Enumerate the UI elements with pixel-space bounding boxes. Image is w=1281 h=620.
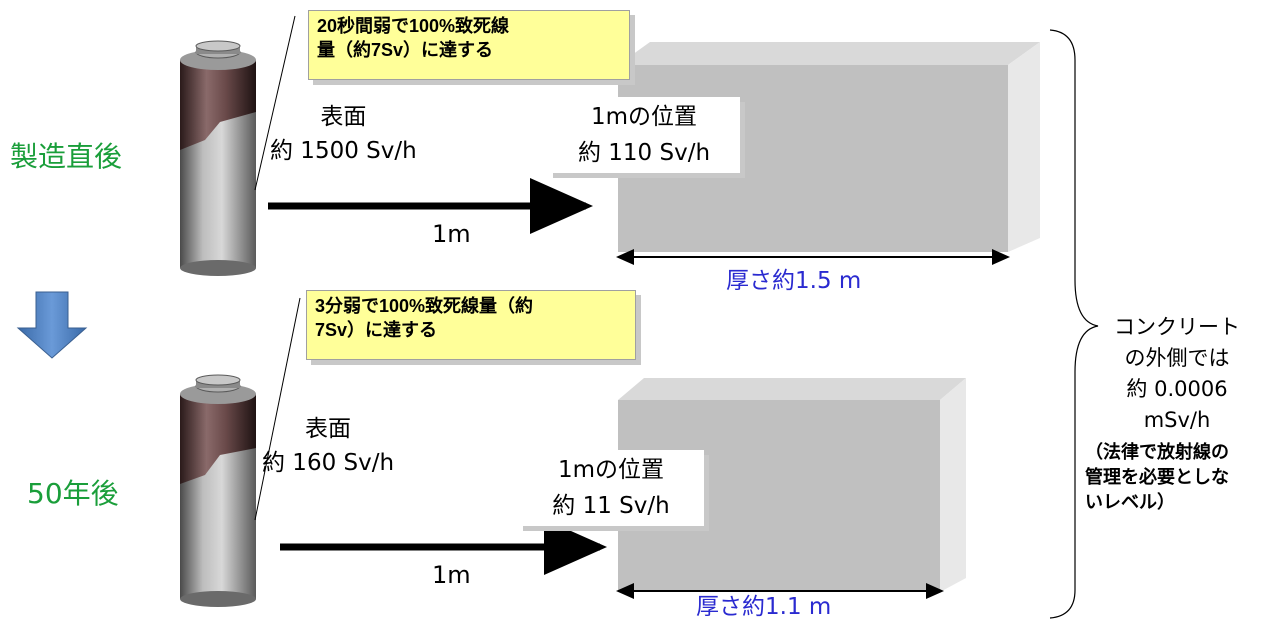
outside-line: コンクリート bbox=[1114, 315, 1240, 339]
note-line: いレベル） bbox=[1085, 492, 1175, 513]
callout-pointer-top bbox=[254, 15, 296, 191]
dose-at-1m-bottom: 1mの位置 約 11 Sv/h bbox=[518, 450, 704, 526]
dose-at-1m-title: 1mの位置 bbox=[557, 457, 665, 483]
stage-label-50-years: 50年後 bbox=[27, 477, 119, 510]
note-line: 管理を必要としな bbox=[1085, 467, 1229, 488]
outside-line: の外側では bbox=[1124, 346, 1230, 370]
distance-label-top: 1m bbox=[432, 220, 471, 248]
canister-bottom bbox=[180, 374, 256, 607]
thickness-label-bottom: 厚さ約1.1 m bbox=[696, 594, 832, 620]
dose-at-1m-value: 約 11 Sv/h bbox=[552, 493, 670, 519]
surface-title: 表面 bbox=[305, 416, 352, 442]
dose-at-1m-top: 1mの位置 約 110 Sv/h bbox=[548, 97, 740, 173]
thickness-label-top: 厚さ約1.5 m bbox=[726, 268, 862, 294]
outside-line: mSv/h bbox=[1143, 408, 1211, 432]
surface-dose-value: 約 160 Sv/h bbox=[262, 450, 395, 476]
dose-at-1m-value: 約 110 Sv/h bbox=[577, 140, 711, 166]
note-line: （法律で放射線の bbox=[1085, 442, 1229, 463]
outside-line: 約 0.0006 bbox=[1126, 377, 1228, 401]
callout-line: 20秒間弱で100%致死線 bbox=[317, 16, 510, 36]
outside-dose-text: コンクリート の外側では 約 0.0006 mSv/h bbox=[1082, 312, 1272, 436]
surface-dose-value: 約 1500 Sv/h bbox=[270, 138, 417, 164]
surface-dose-top: 表面 約 1500 Sv/h bbox=[270, 100, 417, 168]
callout-line: 7Sv）に達する bbox=[315, 320, 438, 340]
right-brace bbox=[1049, 29, 1099, 619]
canister-top bbox=[180, 40, 256, 276]
distance-label-bottom: 1m bbox=[432, 561, 471, 589]
callout-line: 量（約7Sv）に達する bbox=[317, 40, 494, 60]
callout-pointer-bottom bbox=[254, 297, 301, 521]
callout-line: 3分弱で100%致死線量（約 bbox=[315, 296, 534, 316]
lethal-dose-callout-top: 20秒間弱で100%致死線 量（約7Sv）に達する bbox=[308, 10, 630, 80]
surface-title: 表面 bbox=[320, 104, 367, 130]
down-arrow-icon bbox=[16, 291, 88, 359]
surface-dose-bottom: 表面 約 160 Sv/h bbox=[262, 412, 394, 480]
outside-dose-note: （法律で放射線の 管理を必要としな いレベル） bbox=[1085, 440, 1275, 515]
dose-at-1m-title: 1mの位置 bbox=[590, 104, 698, 130]
stage-label-manufacture: 製造直後 bbox=[10, 140, 123, 173]
lethal-dose-callout-bottom: 3分弱で100%致死線量（約 7Sv）に達する bbox=[306, 290, 636, 360]
